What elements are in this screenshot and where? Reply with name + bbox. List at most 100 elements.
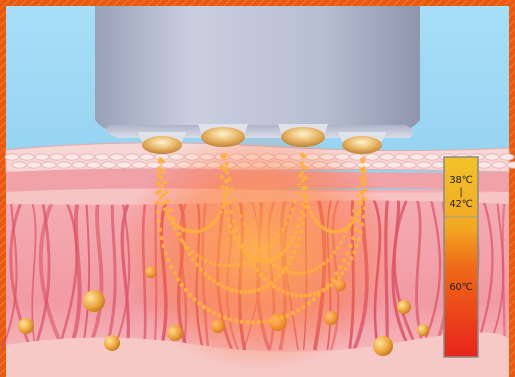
heat-dot bbox=[163, 180, 167, 184]
heat-dot bbox=[199, 268, 203, 272]
heat-dot bbox=[239, 290, 243, 294]
heat-dot bbox=[235, 228, 239, 232]
fat-cell bbox=[373, 336, 393, 356]
heat-dot bbox=[223, 316, 227, 320]
epidermis-cell bbox=[507, 162, 515, 168]
heat-dot bbox=[207, 308, 211, 312]
heat-dot bbox=[166, 258, 170, 262]
heat-dot bbox=[334, 271, 338, 275]
heat-dot bbox=[223, 264, 227, 268]
heat-dot bbox=[162, 193, 166, 197]
heat-dot bbox=[225, 186, 229, 190]
heat-dot bbox=[224, 162, 228, 166]
heat-dot bbox=[294, 230, 298, 234]
heat-dot bbox=[195, 263, 199, 267]
heat-dot bbox=[265, 256, 269, 260]
epidermis-cell bbox=[27, 162, 41, 168]
heat-dot bbox=[178, 226, 182, 230]
heat-dot bbox=[225, 171, 229, 175]
fat-cell bbox=[18, 318, 34, 334]
heat-dot bbox=[228, 177, 232, 181]
heat-dot bbox=[218, 263, 222, 267]
heat-dot bbox=[363, 206, 367, 210]
heat-dot bbox=[269, 243, 273, 247]
heat-dot bbox=[283, 249, 287, 253]
heat-dot bbox=[256, 254, 260, 258]
heat-dot bbox=[352, 209, 356, 213]
epidermis-cell bbox=[117, 162, 131, 168]
heat-dot bbox=[169, 265, 173, 269]
heat-dot bbox=[351, 236, 355, 240]
heat-dot bbox=[257, 320, 261, 324]
heat-dot bbox=[277, 233, 281, 237]
heat-dot bbox=[233, 197, 237, 201]
heat-dot bbox=[230, 188, 234, 192]
heat-dot bbox=[207, 225, 211, 229]
heat-dot bbox=[179, 238, 183, 242]
heat-dot bbox=[244, 250, 248, 254]
heat-dot bbox=[312, 297, 316, 301]
heat-dot bbox=[189, 230, 193, 234]
heat-dot bbox=[261, 252, 265, 256]
heat-dot bbox=[195, 254, 199, 258]
heat-dot bbox=[339, 241, 343, 245]
heat-dot bbox=[357, 210, 361, 214]
heat-dot bbox=[259, 273, 263, 277]
heat-dot bbox=[281, 290, 285, 294]
heat-dot bbox=[170, 221, 174, 225]
heat-dot bbox=[188, 293, 192, 297]
heat-dot bbox=[274, 317, 278, 321]
heat-dot bbox=[249, 236, 253, 240]
heat-dot bbox=[172, 271, 176, 275]
heat-dot bbox=[277, 287, 281, 291]
heat-dot bbox=[313, 292, 317, 296]
heat-dot bbox=[192, 230, 196, 234]
heat-dot bbox=[322, 262, 326, 266]
epidermis-cell bbox=[425, 154, 439, 160]
heat-dot bbox=[167, 199, 171, 203]
epidermis-cell bbox=[365, 154, 379, 160]
heat-dot bbox=[281, 268, 285, 272]
heat-dot bbox=[295, 192, 299, 196]
heat-dot bbox=[180, 283, 184, 287]
heat-dot bbox=[192, 297, 196, 301]
heat-dot bbox=[171, 217, 175, 221]
heat-dot bbox=[161, 185, 165, 189]
heat-dot bbox=[173, 227, 177, 231]
epidermis-cell bbox=[380, 154, 394, 160]
heat-dot bbox=[165, 208, 169, 212]
heat-dot bbox=[358, 177, 362, 181]
heat-dot bbox=[226, 217, 230, 221]
heat-dot bbox=[251, 320, 255, 324]
heat-dot bbox=[183, 242, 187, 246]
epidermis-cell bbox=[477, 162, 491, 168]
epidermis-cell bbox=[372, 162, 386, 168]
heat-dot bbox=[337, 276, 341, 280]
heat-dot bbox=[257, 288, 261, 292]
heat-dot bbox=[208, 261, 212, 265]
heat-dot bbox=[164, 251, 168, 255]
heat-dot bbox=[287, 261, 291, 265]
heat-dot bbox=[357, 185, 361, 189]
heat-dot bbox=[220, 175, 224, 179]
heat-dot bbox=[204, 259, 208, 263]
heat-dot bbox=[235, 289, 239, 293]
heat-dot bbox=[359, 201, 363, 205]
heat-dot bbox=[163, 201, 167, 205]
heat-dot bbox=[345, 229, 349, 233]
epidermis-cell bbox=[42, 162, 56, 168]
heat-dot bbox=[233, 236, 237, 240]
heat-dot bbox=[281, 228, 285, 232]
epidermis-cell bbox=[20, 154, 34, 160]
heat-dot bbox=[280, 252, 284, 256]
heat-dot bbox=[257, 247, 261, 251]
heat-dot bbox=[236, 241, 240, 245]
heat-dot bbox=[296, 224, 300, 228]
heat-dot bbox=[314, 267, 318, 271]
heat-dot bbox=[210, 222, 214, 226]
heat-dot bbox=[273, 239, 277, 243]
heat-dot bbox=[261, 286, 265, 290]
heat-dot bbox=[336, 246, 340, 250]
heat-dot bbox=[191, 258, 195, 262]
heat-dot bbox=[176, 277, 180, 281]
